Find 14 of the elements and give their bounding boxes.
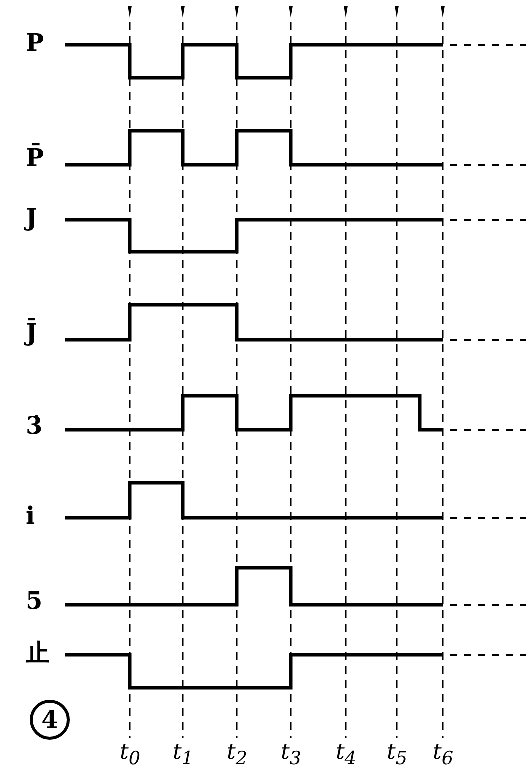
signal-label: P (26, 31, 44, 55)
time-label: t$_{5}$ (387, 742, 408, 769)
time-label: t$_{6}$ (433, 742, 454, 769)
time-label: t$_{1}$ (173, 742, 194, 769)
time-label: t$_{3}$ (281, 742, 302, 769)
figure-number: 4 (30, 700, 70, 740)
signal-label: 3̇ (26, 414, 43, 438)
time-label: t$_{4}$ (336, 742, 357, 769)
time-label: t$_{0}$ (120, 742, 141, 769)
signal-label: 5 (26, 589, 43, 613)
signal-label: i (26, 504, 36, 528)
time-label: t$_{2}$ (227, 742, 248, 769)
signal-label: J (26, 206, 38, 230)
signal-label: 止 (26, 641, 50, 665)
